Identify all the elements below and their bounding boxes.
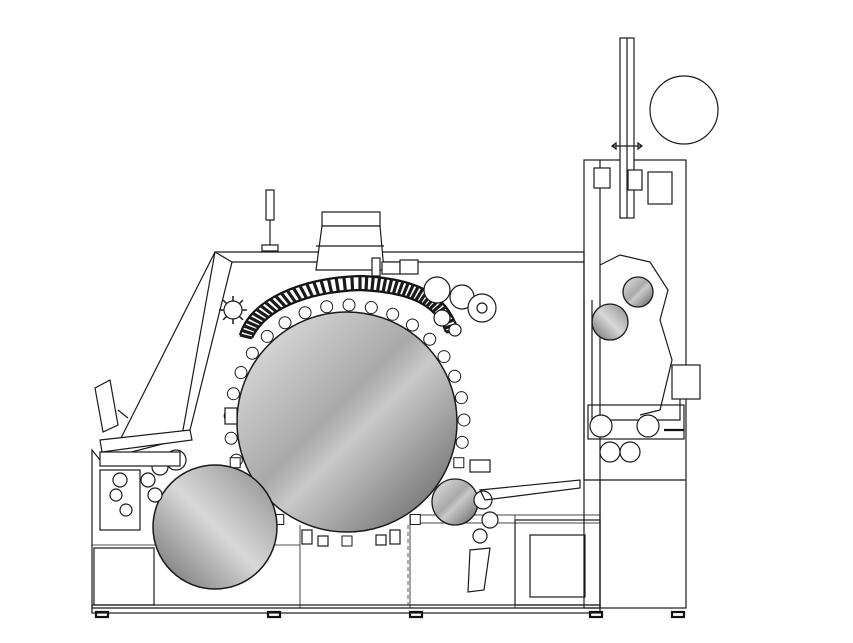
housing-details [224, 407, 684, 547]
flat-bar [241, 328, 255, 336]
star-wheel [219, 296, 247, 324]
flat-bar [375, 277, 382, 292]
flat-bar [319, 279, 327, 295]
cylinder-bracket [229, 457, 241, 469]
coiler-section [583, 37, 719, 609]
stationary-flat [234, 366, 248, 380]
flat-bar [414, 287, 425, 302]
stationary-flat [226, 387, 240, 401]
flat-bar [326, 278, 334, 293]
flat-bar [259, 304, 274, 316]
stationary-flat [342, 298, 356, 312]
flat-bar [305, 283, 314, 298]
gear-group-top [423, 276, 497, 337]
star-spoke [238, 299, 244, 305]
flat-bar [391, 279, 399, 295]
flat-bar [410, 285, 420, 300]
flat-bar [248, 315, 263, 326]
stationary-flat [437, 350, 451, 364]
flat-bar [269, 297, 282, 311]
flat-bar [370, 276, 375, 291]
stationary-flat [423, 332, 437, 346]
stationary-flat [448, 369, 462, 383]
flat-bar [274, 294, 287, 308]
stationary-flat [320, 300, 334, 314]
flat-bar [342, 276, 347, 292]
cylinder-bracket [409, 513, 421, 525]
flat-bar [381, 277, 388, 293]
flat-bar [334, 277, 340, 292]
stationary-flat [245, 346, 259, 360]
flat-bar [245, 319, 260, 329]
flat-bar [350, 276, 355, 291]
flat-bar [255, 308, 270, 319]
stationary-flat [454, 391, 468, 405]
licker-in-cylinder [152, 464, 278, 590]
main-cylinder [223, 298, 471, 547]
flat-bar [386, 278, 394, 294]
cylinder-bracket [453, 457, 465, 469]
flat-bar [251, 311, 266, 322]
stationary-flat [386, 307, 400, 321]
flat-bar [243, 324, 257, 333]
signal-lamp [261, 189, 279, 252]
flat-bar [401, 282, 410, 297]
control-panel [94, 379, 129, 433]
stationary-flat [405, 318, 419, 332]
flat-bar [431, 301, 444, 313]
feet [94, 610, 686, 619]
flat-bar [396, 280, 405, 296]
stationary-flat [455, 435, 469, 449]
flat-bar [285, 289, 297, 304]
flat-bar [405, 284, 415, 298]
feed-roller-group [99, 429, 193, 531]
cylinder-bracket [341, 535, 353, 547]
stationary-flat [298, 306, 312, 320]
stationary-flat [278, 316, 292, 330]
doffing-rollers [467, 459, 581, 593]
stationary-flat [224, 431, 238, 445]
flat-bar [264, 301, 278, 313]
star-spoke [222, 299, 228, 305]
top-chute [315, 211, 419, 277]
flat-bar [312, 281, 321, 296]
star-spoke [238, 315, 244, 321]
flat-bar [364, 276, 369, 291]
flat-bar [239, 333, 253, 340]
flat-bar [292, 287, 303, 301]
doffer-cylinder [431, 478, 479, 526]
flat-bar [280, 292, 292, 306]
stationary-flat [260, 329, 274, 343]
flat-bar [298, 285, 308, 299]
stationary-flat [364, 301, 378, 315]
star-spoke [222, 315, 228, 321]
stationary-flat [457, 413, 471, 427]
